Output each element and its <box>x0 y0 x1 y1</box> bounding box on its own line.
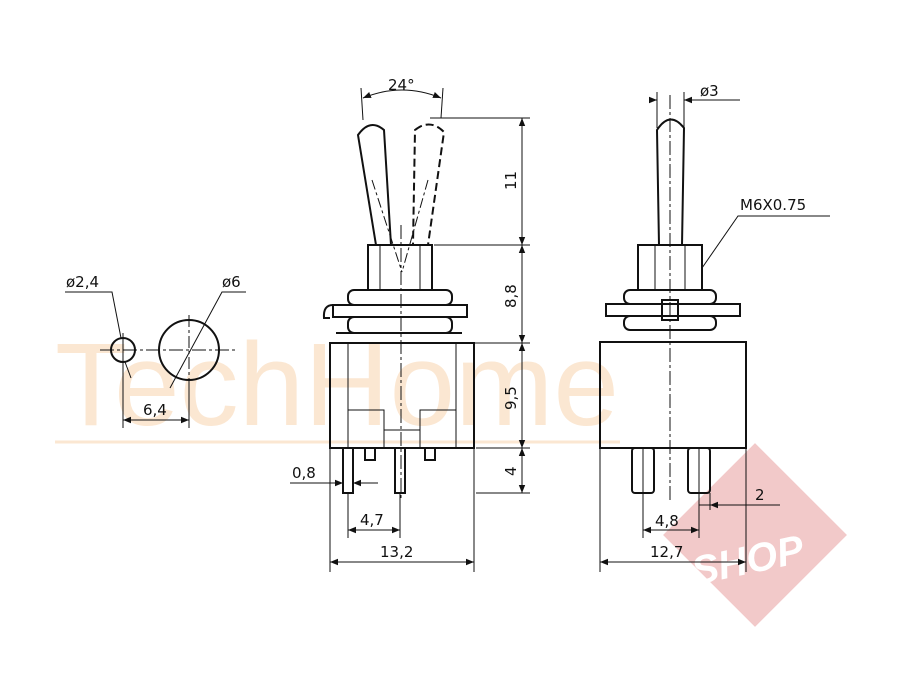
dim-small-hole: ø2,4 <box>66 273 99 291</box>
dim-side-offset: 2 <box>755 486 765 504</box>
watermark-badge <box>663 443 847 627</box>
dim-pin-width: 0,8 <box>292 464 316 482</box>
dim-thread: M6X0.75 <box>740 196 806 214</box>
pin-right <box>424 447 436 461</box>
dim-large-hole: ø6 <box>222 273 241 291</box>
side-view <box>599 92 830 572</box>
dim-angle: 24° <box>388 76 415 94</box>
bushing <box>367 244 433 291</box>
dim-lever-diameter: ø3 <box>700 82 719 100</box>
dim-pin-pitch: 4,7 <box>360 511 384 529</box>
watermark-brand: TechHome <box>55 319 619 451</box>
dim-hole-pitch: 6,4 <box>143 401 167 419</box>
dim-lever-height: 11 <box>502 171 520 190</box>
lever-dashed <box>411 123 446 246</box>
side-lever <box>655 118 686 246</box>
dim-bushing-height: 8,8 <box>502 284 520 308</box>
dim-pin-height: 4 <box>502 466 520 476</box>
pin-left <box>342 447 354 494</box>
dim-body-width: 13,2 <box>380 543 413 561</box>
washer <box>332 304 468 318</box>
nut <box>347 289 453 306</box>
side-body <box>599 341 747 449</box>
dim-body-height: 9,5 <box>502 386 520 410</box>
front-view <box>290 87 530 572</box>
watermark: TechHome SHOP <box>55 319 847 627</box>
pin-middle <box>394 447 406 494</box>
dim-side-width: 12,7 <box>650 543 683 561</box>
mounting-holes-view <box>65 291 246 428</box>
lever-solid <box>356 124 393 246</box>
dim-side-pin-pitch: 4,8 <box>655 512 679 530</box>
